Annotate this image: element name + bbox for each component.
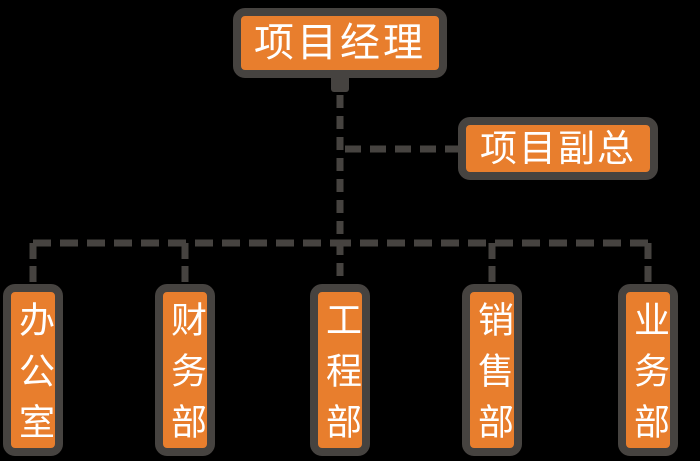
node-finance-dept: 财务部 bbox=[155, 284, 215, 456]
node-project-manager: 项目经理 bbox=[233, 8, 447, 78]
node-office: 办公室 bbox=[3, 284, 63, 456]
node-office-label: 办公室 bbox=[13, 301, 54, 454]
node-engineering-dept: 工程部 bbox=[310, 284, 370, 456]
node-sales-dept-label: 销售部 bbox=[472, 301, 513, 454]
node-deputy-general-manager: 项目副总 bbox=[458, 117, 658, 180]
node-business-dept: 业务部 bbox=[618, 284, 678, 456]
node-deputy-general-manager-label: 项目副总 bbox=[480, 127, 636, 170]
node-sales-dept: 销售部 bbox=[462, 284, 522, 456]
node-engineering-dept-label: 工程部 bbox=[320, 301, 361, 454]
node-business-dept-label: 业务部 bbox=[628, 301, 669, 454]
node-finance-dept-label: 财务部 bbox=[165, 301, 206, 454]
node-project-manager-label: 项目经理 bbox=[254, 20, 426, 66]
